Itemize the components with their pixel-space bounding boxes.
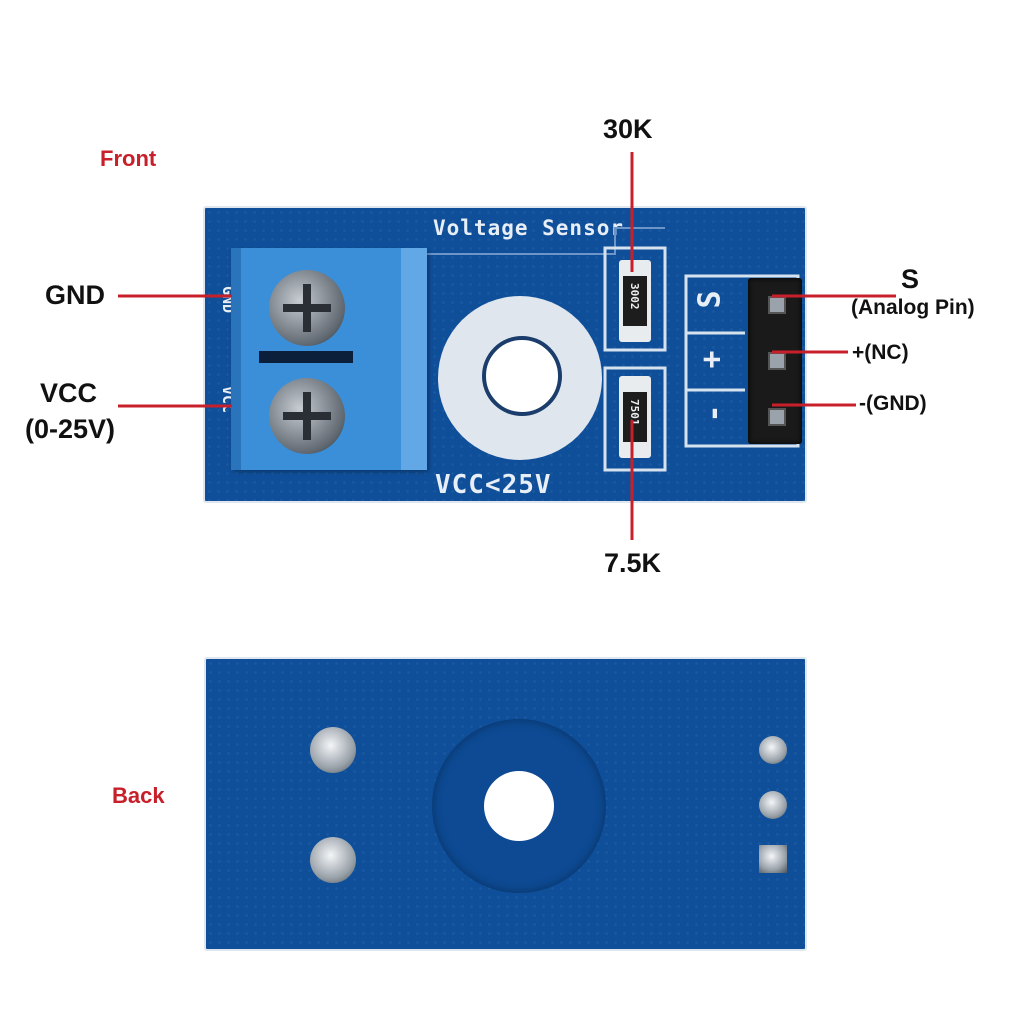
back-section-label: Back (112, 783, 165, 808)
callout-vcc: VCC (40, 378, 98, 408)
callout-s-pin: S (901, 264, 920, 294)
callout-plus-pin: +(NC) (852, 341, 909, 364)
mounting-hole (482, 336, 562, 416)
terminal-divider (259, 351, 353, 363)
back-pin-joint-2 (759, 791, 787, 819)
callout-s-pin-desc: (Analog Pin) (851, 296, 975, 319)
resistor-7-5k-code: 7501 (628, 399, 641, 426)
callout-7-5k: 7.5K (604, 548, 662, 578)
back-pin-joint-1 (759, 736, 787, 764)
screw-terminal-block (231, 248, 427, 470)
callout-minus-pin: -(GND) (859, 392, 927, 415)
back-solder-joint-2 (310, 837, 356, 883)
screw-vcc (269, 378, 345, 454)
board-rating-silkscreen: VCC<25V (435, 470, 552, 500)
screw-gnd (269, 270, 345, 346)
front-section-label: Front (100, 146, 157, 171)
pin-minus (768, 408, 786, 426)
back-solder-joint-1 (310, 727, 356, 773)
pin-header (748, 278, 802, 444)
callout-gnd: GND (45, 280, 105, 310)
back-mounting-hole (484, 771, 554, 841)
resistor-30k: 3002 (619, 260, 651, 342)
callout-30k: 30K (603, 114, 653, 144)
callout-vcc-range: (0-25V) (25, 414, 116, 444)
silkscreen-outline (407, 227, 800, 472)
back-pin-joint-3 (759, 845, 787, 873)
resistor-30k-code: 3002 (628, 283, 641, 310)
back-pcb (204, 657, 807, 951)
resistor-7-5k: 7501 (619, 376, 651, 458)
board-title-silkscreen: Voltage Sensor (433, 216, 625, 240)
